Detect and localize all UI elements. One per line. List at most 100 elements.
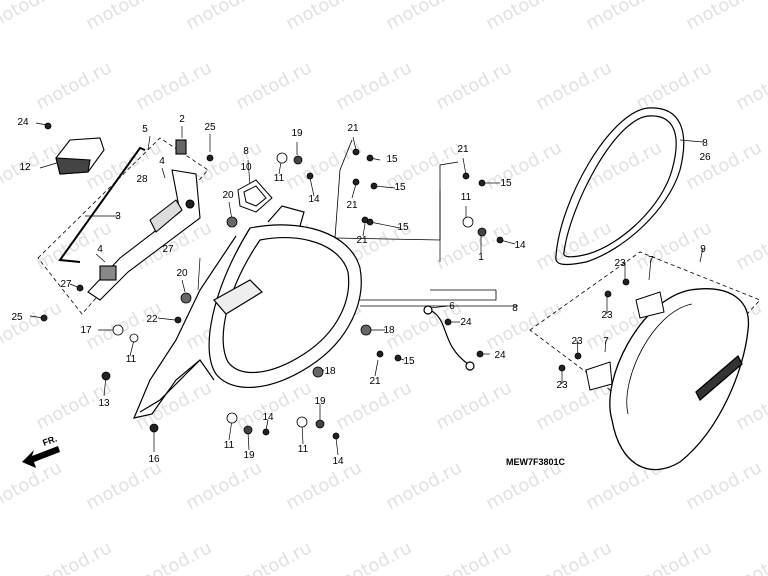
callout-14: 14 [332,456,344,467]
front-direction-arrow: FR. [22,434,60,468]
callout-18: 18 [383,325,395,336]
callout-21: 21 [356,235,368,246]
callout-11: 11 [224,440,235,451]
callout-21: 21 [457,144,469,155]
callout-21: 21 [369,376,381,387]
watermark-text: motod.ru [232,537,315,576]
watermark-text: motod.ru [382,0,465,34]
callout-10: 10 [240,162,252,173]
callout-15: 15 [394,182,406,193]
callout-23: 23 [571,336,583,347]
callout-20: 20 [176,268,188,279]
callout-6: 6 [449,301,455,312]
inner-panel [237,179,273,213]
watermark-text: motod.ru [282,457,365,514]
callout-25: 25 [204,122,216,133]
watermark-text: motod.ru [282,0,365,34]
watermark-text: motod.ru [0,0,65,34]
callout-4: 4 [159,156,165,167]
callout-11: 11 [274,173,285,184]
watermark-text: motod.ru [632,537,715,576]
callout-28: 28 [136,174,148,185]
callout-2: 2 [179,114,185,125]
hinge-stays [585,291,665,391]
watermark-text: motod.ru [682,137,765,194]
watermark-text: motod.ru [82,0,165,34]
watermark-text: motod.ru [32,57,115,114]
callout-11: 11 [126,354,137,365]
callout-24: 24 [460,317,472,328]
leader-lines [29,122,704,456]
watermark-text: motod.ru [82,297,165,354]
callout-19: 19 [314,396,326,407]
callout-19: 19 [291,128,303,139]
callout-14: 14 [262,412,274,423]
watermark-text: motod.ru [682,457,765,514]
callout-21: 21 [346,200,358,211]
watermark-text: motod.ru [682,0,765,34]
callout-25: 25 [11,312,23,323]
watermark-text: motod.ru [432,57,515,114]
watermark-text: motod.ru [482,0,565,34]
callout-7: 7 [603,336,609,347]
callout-24: 24 [494,350,506,361]
watermark-text: motod.ru [432,537,515,576]
callout-23: 23 [601,310,613,321]
watermark-text: motod.ru [332,537,415,576]
callout-8: 8 [243,146,249,157]
callout-15: 15 [397,222,409,233]
callout-23: 23 [556,380,568,391]
ground-wire [423,305,475,371]
watermark-text: motod.ru [0,137,65,194]
watermark-text: motod.ru [732,57,768,114]
watermark-text: motod.ru [532,57,615,114]
callout-14: 14 [308,194,320,205]
watermark-text: motod.ru [482,137,565,194]
callout-15: 15 [500,178,512,189]
saddlebag-outer-cover [609,288,750,471]
callout-27: 27 [60,279,72,290]
callout-23: 23 [614,258,626,269]
watermark-text: motod.ru [332,57,415,114]
callout-16: 16 [148,454,160,465]
callout-20: 20 [222,190,234,201]
watermark-text: motod.ru [732,537,768,576]
fasteners [40,122,630,440]
watermark-text: motod.ru [132,57,215,114]
watermark-text: motod.ru [732,217,768,274]
tool-bag [55,137,105,175]
callout-22: 22 [146,314,158,325]
callout-26: 26 [699,152,711,163]
callout-18: 18 [324,366,336,377]
callout-17: 17 [80,325,92,336]
callout-4: 4 [97,244,103,255]
callout-7: 7 [648,255,654,266]
lock-bracket [87,139,201,301]
watermark-text: motod.ru [182,457,265,514]
callout-9: 9 [700,244,706,255]
callout-14: 14 [514,240,526,251]
watermark-text: motod.ru [532,217,615,274]
callout-27: 27 [162,244,174,255]
watermark-text: motod.ru [582,0,665,34]
watermark-text: motod.ru [32,537,115,576]
callout-8: 8 [512,303,518,314]
seal-gasket [555,107,685,266]
callout-15: 15 [386,154,398,165]
cover-group-bound [529,251,761,421]
watermark-text: motod.ru [132,537,215,576]
watermark-text: motod.ru [732,377,768,434]
callout-1: 1 [478,252,484,263]
callout-5: 5 [142,124,148,135]
callout-12: 12 [19,162,31,173]
bracket-lines [334,139,518,307]
watermark-text: motod.ru [432,377,515,434]
callout-3: 3 [115,211,121,222]
watermark-text: motod.ru [382,457,465,514]
watermark-text: motod.ru [82,457,165,514]
callout-19: 19 [243,450,255,461]
watermark-text: motod.ru [182,0,265,34]
callout-15: 15 [403,356,415,367]
